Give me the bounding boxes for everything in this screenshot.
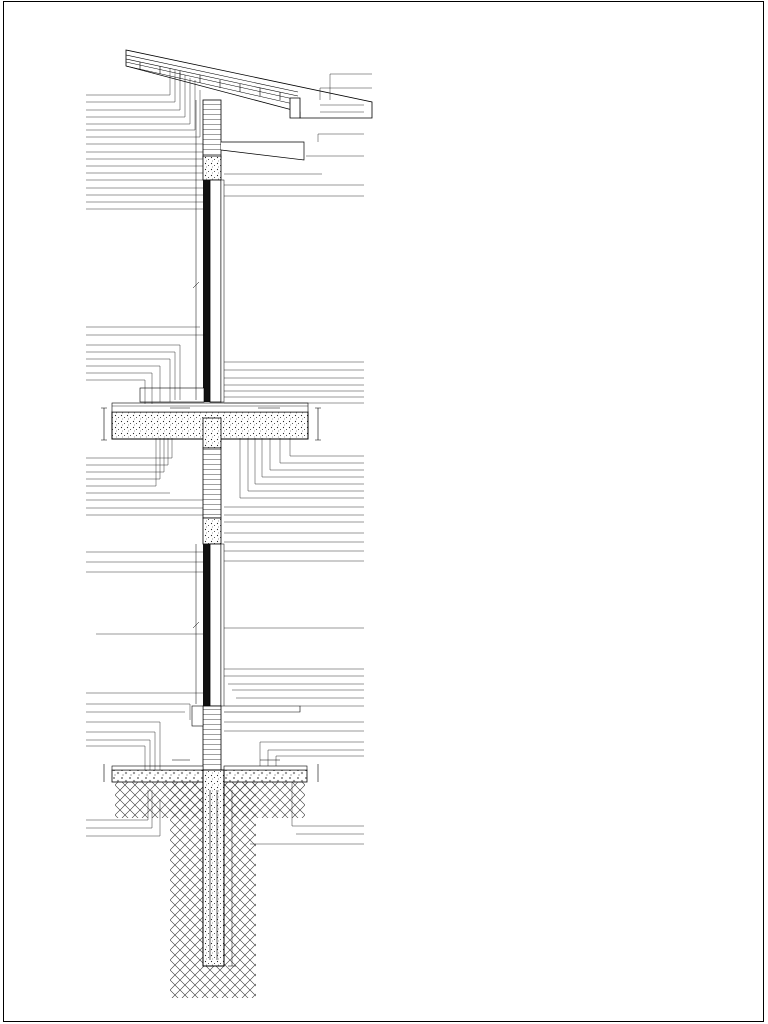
right-leader-lines — [224, 73, 372, 845]
roof-assembly — [125, 49, 373, 119]
lower-wall — [191, 447, 301, 771]
drawing-sheet-border — [3, 1, 764, 1022]
ground-slab-and-foundation — [103, 764, 319, 998]
upper-wall — [202, 99, 305, 403]
dimension-lines — [170, 100, 280, 967]
left-leader-lines — [86, 68, 205, 837]
